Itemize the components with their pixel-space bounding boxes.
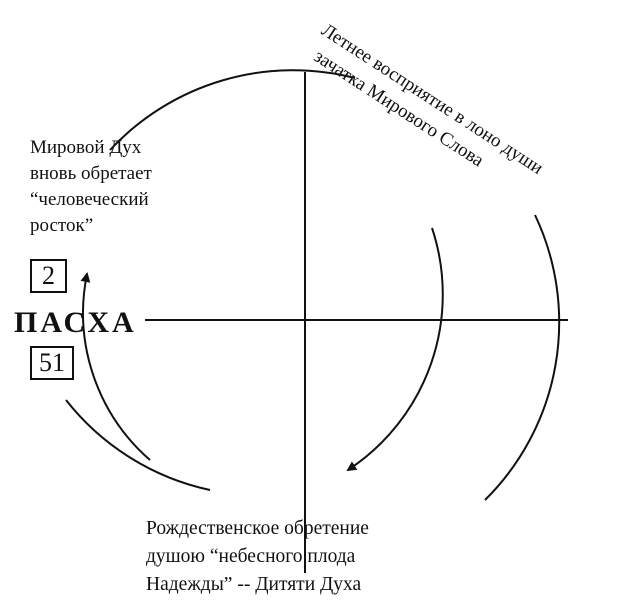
caption-line: росток” <box>30 215 94 236</box>
arc-right <box>484 214 561 501</box>
caption-line: Мировой Дух <box>30 137 142 158</box>
pascha-label: ПАСХА <box>14 306 137 339</box>
caption-line: “человеческий <box>30 189 149 210</box>
caption-line: душою “небесного плода <box>146 546 356 567</box>
caption-line: вновь обретает <box>30 163 152 184</box>
arrow-arc-left <box>80 272 151 461</box>
arc-top <box>109 69 356 151</box>
christmas-caption: Рождественское обретение душою “небесног… <box>146 515 369 599</box>
world-spirit-caption: Мировой Дух вновь обретает “человеческий… <box>30 135 152 239</box>
week-number-box-51: 51 <box>30 346 74 380</box>
caption-line: Рождественское обретение <box>146 518 369 539</box>
arrow-arc-right <box>346 227 444 472</box>
week-number-box-2: 2 <box>30 259 67 293</box>
caption-line: Надежды” -- Дитяти Духа <box>146 574 362 595</box>
arc-bottom-left <box>65 399 211 491</box>
